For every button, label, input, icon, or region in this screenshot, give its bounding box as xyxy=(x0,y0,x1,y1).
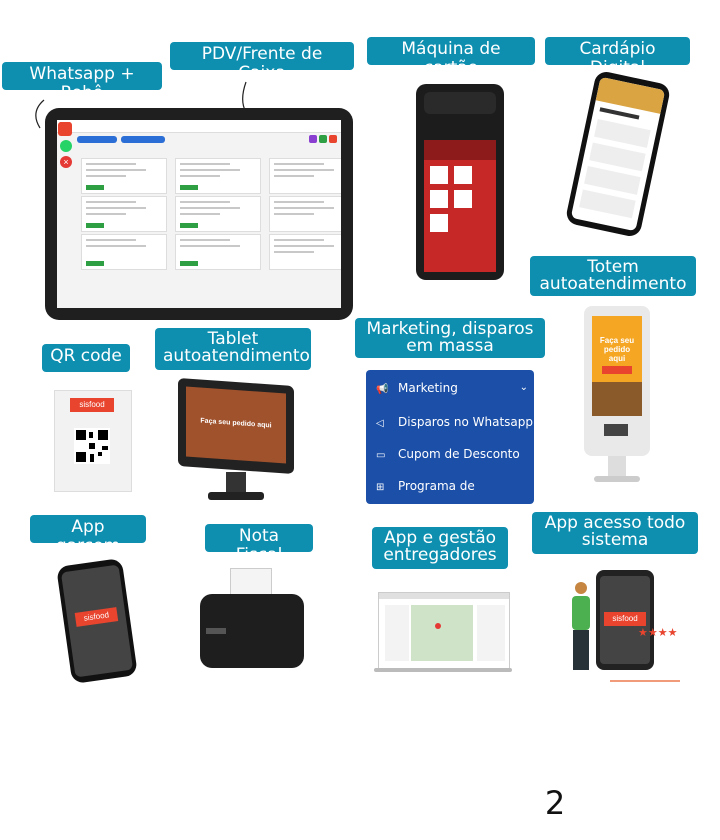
label-qrcode: QR code xyxy=(42,344,130,372)
megaphone-icon: 📢 xyxy=(376,384,389,395)
pdv-screen xyxy=(57,120,341,308)
menu-item-cupom-label: Cupom de Desconto xyxy=(398,447,520,461)
label-marketing-line1: Marketing, disparos xyxy=(366,319,534,339)
menu-item-disparos[interactable]: ◁ Disparos no Whatsapp xyxy=(366,406,534,438)
menu-item-fidelidade-label: Programa de Fidelidade xyxy=(398,479,475,493)
label-marketing-line2: em massa xyxy=(406,336,494,356)
menu-item-fidelidade[interactable]: ⊞ Programa de Fidelidade xyxy=(366,470,534,502)
sisfood-logo-icon xyxy=(58,122,72,136)
totem-text-line1: Faça seu xyxy=(599,336,635,345)
whatsapp-icon xyxy=(60,140,72,152)
delivery-management-image xyxy=(374,592,512,676)
label-tablet-line1: Tablet xyxy=(207,329,259,349)
label-acesso: App acesso todo sistema xyxy=(532,512,698,554)
label-tablet: Tablet autoatendimento xyxy=(155,328,311,370)
megaphone-icon: ◁ xyxy=(376,418,384,429)
full-access-app-image: sisfood ★★★★ xyxy=(560,568,690,684)
totem-text-line2: pedido aqui xyxy=(603,345,631,363)
ticket-icon: ▭ xyxy=(376,450,386,461)
page-number: 2 xyxy=(544,784,566,822)
rating-stars-icon: ★★★★ xyxy=(638,627,678,639)
gift-icon: ⊞ xyxy=(376,482,385,493)
close-icon: × xyxy=(60,156,72,168)
qr-code-stand-image: sisfood xyxy=(50,390,134,494)
receipt-printer-image xyxy=(200,568,304,672)
label-nota: Nota Fiscal xyxy=(205,524,313,565)
sisfood-logo-icon: sisfood xyxy=(74,607,119,627)
pdv-tablet-image xyxy=(45,108,353,320)
label-tablet-line2: autoatendimento xyxy=(163,346,310,366)
marketing-menu-header-label: Marketing xyxy=(398,381,458,395)
marketing-menu-header[interactable]: 📢 Marketing ⌄ xyxy=(366,372,534,404)
label-whatsapp: Whatsapp + Robô xyxy=(2,62,162,103)
label-pdv: PDV/Frente de Caixa xyxy=(170,42,354,83)
label-entregadores: App e gestão entregadores xyxy=(372,527,508,569)
self-service-tablet-image: Faça seu pedido aqui xyxy=(178,377,294,506)
label-totem-line2: autoatendimento xyxy=(539,274,687,294)
qr-code-icon xyxy=(74,428,110,464)
chevron-down-icon: ⌄ xyxy=(519,382,528,393)
totem-kiosk-image: Faça seu pedido aqui xyxy=(584,306,650,486)
label-entregadores-line2: entregadores xyxy=(383,545,497,565)
label-acesso-line1: App acesso todo xyxy=(544,513,686,533)
label-acesso-line2: sistema xyxy=(581,530,649,550)
label-totem: Totem autoatendimento xyxy=(530,256,696,296)
label-maquina: Máquina de cartão xyxy=(367,37,535,78)
menu-item-cupom[interactable]: ▭ Cupom de Desconto xyxy=(366,438,534,470)
label-marketing: Marketing, disparos em massa xyxy=(355,318,545,358)
sisfood-logo-icon: sisfood xyxy=(604,612,646,626)
label-garcom: App garçom xyxy=(30,515,146,556)
tablet-kiosk-text: Faça seu pedido aqui xyxy=(200,417,272,430)
marketing-menu: 📢 Marketing ⌄ ◁ Disparos no Whatsapp ▭ Cupo… xyxy=(366,370,534,504)
card-machine-image xyxy=(416,84,504,280)
label-entregadores-line1: App e gestão xyxy=(383,528,497,548)
sisfood-logo-icon: sisfood xyxy=(70,398,114,412)
menu-item-disparos-label: Disparos no Whatsapp xyxy=(398,415,534,429)
label-totem-line1: Totem xyxy=(587,257,639,277)
person-icon xyxy=(570,582,592,672)
